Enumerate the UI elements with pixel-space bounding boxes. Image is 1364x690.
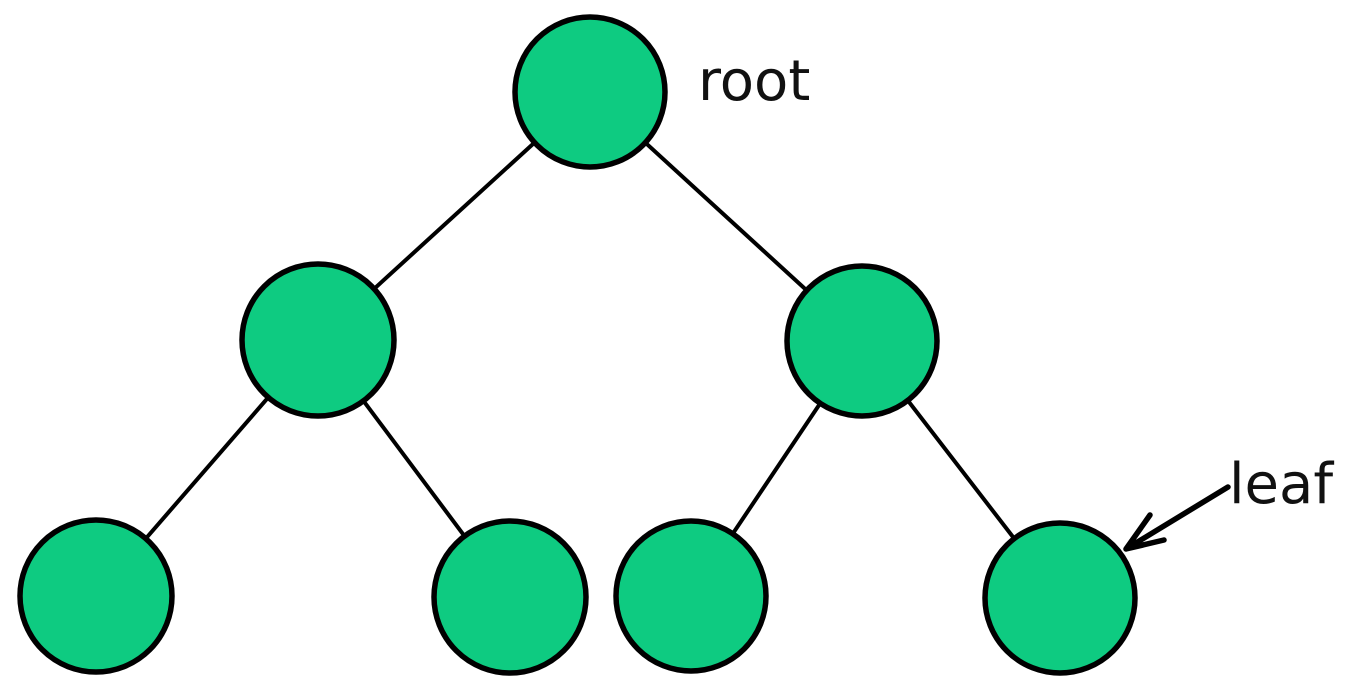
leaf-arrow-path <box>1123 484 1231 552</box>
internal-node-left <box>239 261 397 419</box>
leaf-node-3 <box>613 518 769 674</box>
leaf-node-2 <box>431 518 589 676</box>
leaf-node-4 <box>982 520 1138 676</box>
tree-nodes <box>17 14 1138 676</box>
internal-node-right <box>784 263 940 419</box>
leaf-label: leaf <box>1229 452 1334 517</box>
leaf-node-1 <box>17 517 175 675</box>
root-label: root <box>698 49 810 114</box>
leaf-arrow <box>1123 484 1231 552</box>
root-node <box>512 14 668 170</box>
